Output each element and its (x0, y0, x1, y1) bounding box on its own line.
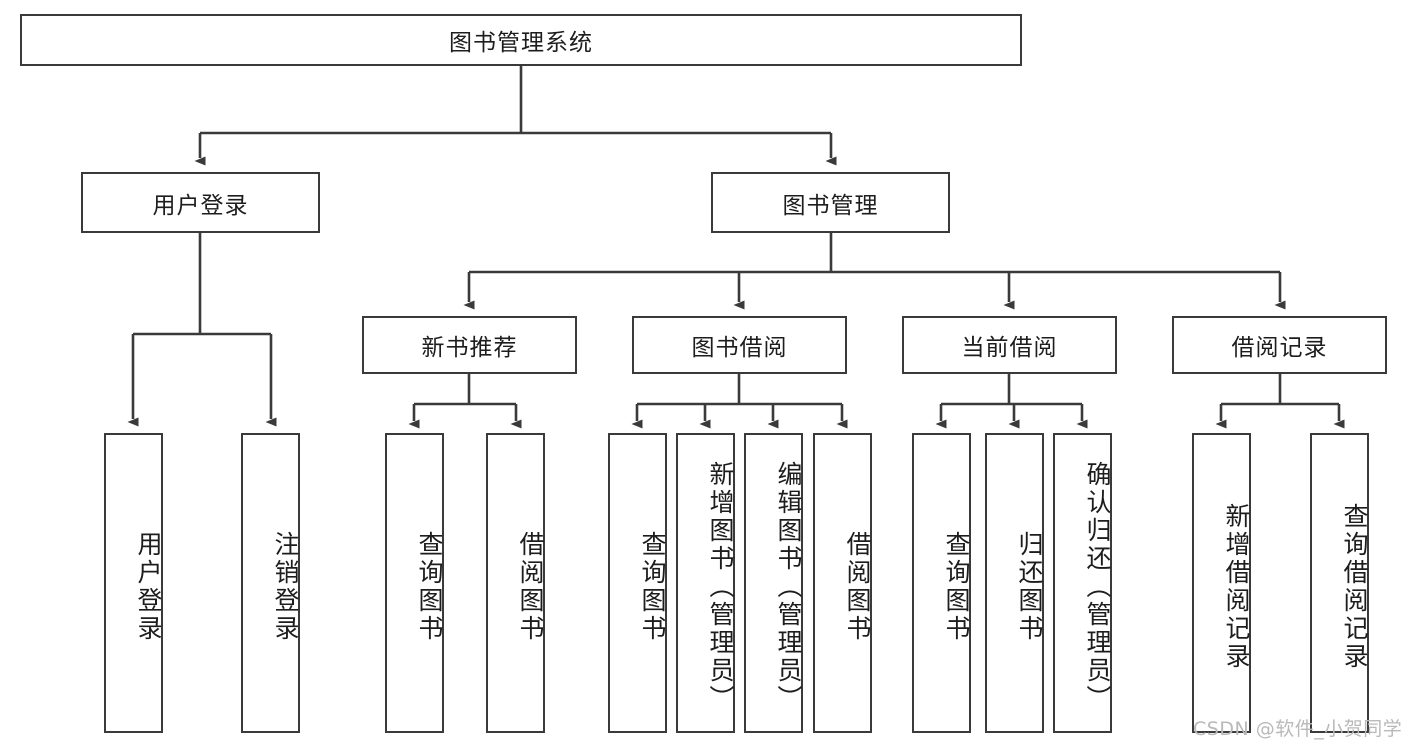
node-leaf-user-login[interactable]: 用户登录 (104, 433, 163, 733)
node-leaf-user-logout[interactable]: 注销登录 (241, 433, 300, 733)
node-leaf-return-book[interactable]: 归还图书 (985, 433, 1044, 733)
node-leaf-borrow-book-1-label: 借阅图书 (516, 531, 545, 643)
node-leaf-edit-book[interactable]: 编辑图书（管理员） (744, 433, 803, 733)
node-leaf-confirm-return-label: 确认归还（管理员） (1083, 461, 1112, 713)
node-leaf-add-record[interactable]: 新增借阅记录 (1192, 433, 1251, 733)
node-leaf-confirm-return[interactable]: 确认归还（管理员） (1053, 433, 1112, 733)
node-leaf-edit-book-label: 编辑图书（管理员） (774, 461, 803, 713)
node-book-manage-label: 图书管理 (782, 192, 879, 219)
node-leaf-borrow-book-2[interactable]: 借阅图书 (813, 433, 872, 733)
node-book-borrow[interactable]: 图书借阅 (632, 316, 847, 374)
node-leaf-borrow-book-2-label: 借阅图书 (843, 531, 872, 643)
node-leaf-query-book-1-label: 查询图书 (415, 531, 444, 643)
node-book-borrow-label: 图书借阅 (691, 335, 788, 361)
watermark-text: CSDN @软件_小贺同学 (1193, 718, 1403, 740)
node-leaf-add-record-label: 新增借阅记录 (1222, 503, 1251, 671)
node-leaf-query-record[interactable]: 查询借阅记录 (1310, 433, 1369, 733)
node-leaf-query-book-3-label: 查询图书 (942, 531, 971, 643)
node-user-login[interactable]: 用户登录 (81, 172, 320, 233)
node-root-label: 图书管理系统 (449, 30, 593, 56)
node-root[interactable]: 图书管理系统 (20, 14, 1022, 66)
node-leaf-user-login-label: 用户登录 (134, 531, 163, 643)
node-leaf-add-book[interactable]: 新增图书（管理员） (676, 433, 735, 733)
node-leaf-query-record-label: 查询借阅记录 (1340, 503, 1369, 671)
node-book-manage[interactable]: 图书管理 (711, 172, 950, 233)
node-user-login-label: 用户登录 (152, 192, 249, 219)
node-new-book-recommend[interactable]: 新书推荐 (362, 316, 577, 374)
node-leaf-query-book-2[interactable]: 查询图书 (608, 433, 667, 733)
node-new-book-recommend-label: 新书推荐 (421, 335, 518, 361)
node-borrow-record[interactable]: 借阅记录 (1172, 316, 1387, 374)
node-leaf-query-book-2-label: 查询图书 (638, 531, 667, 643)
node-current-borrow-label: 当前借阅 (961, 335, 1058, 361)
node-leaf-user-logout-label: 注销登录 (271, 531, 300, 643)
node-leaf-borrow-book-1[interactable]: 借阅图书 (486, 433, 545, 733)
node-leaf-query-book-1[interactable]: 查询图书 (385, 433, 444, 733)
node-current-borrow[interactable]: 当前借阅 (902, 316, 1117, 374)
node-leaf-return-book-label: 归还图书 (1015, 531, 1044, 643)
node-leaf-query-book-3[interactable]: 查询图书 (912, 433, 971, 733)
node-borrow-record-label: 借阅记录 (1231, 335, 1328, 361)
node-leaf-add-book-label: 新增图书（管理员） (706, 461, 735, 713)
